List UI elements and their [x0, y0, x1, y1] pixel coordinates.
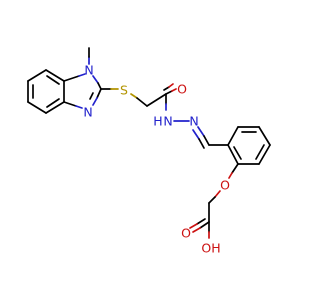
thioacetyl-linker	[100, 83, 177, 111]
label-o-carbonyl: O	[177, 82, 187, 97]
atom-o-ether: O	[220, 178, 230, 193]
atom-oh-acid: OH	[201, 241, 220, 256]
atom-o-acid-carbonyl: O	[181, 226, 191, 241]
atom-o-carbonyl: O	[177, 82, 187, 97]
label-nh-hydrazide: H N	[153, 114, 172, 129]
atom-n-hydrazide: N	[163, 114, 172, 129]
molecule-diagram: N N S O H N N O O OH	[27, 47, 271, 256]
atom-h-hydrazide: H	[153, 114, 162, 129]
label-o-acid-carbonyl: O	[181, 226, 191, 241]
label-sulfur: S	[120, 83, 128, 98]
label-oh-acid: OH	[201, 241, 220, 256]
label-n-imine: N	[83, 105, 92, 120]
phenoxyacetic-acid	[189, 163, 239, 239]
label-n-methyl: N	[84, 63, 93, 78]
imidazole-ring	[63, 47, 102, 109]
label-o-ether: O	[220, 178, 230, 193]
phenyl-ring	[227, 126, 271, 165]
atom-n-hydrazone: N	[189, 114, 198, 129]
atom-n-methyl: N	[84, 63, 93, 78]
benzimidazole-benzene-ring	[27, 69, 65, 114]
hydrazone-linker	[173, 120, 229, 149]
atom-sulfur: S	[120, 83, 128, 98]
label-n-hydrazone: N	[189, 114, 198, 129]
structure-svg: N N S O H N N O O OH	[27, 47, 271, 256]
atom-n-imine: N	[83, 105, 92, 120]
